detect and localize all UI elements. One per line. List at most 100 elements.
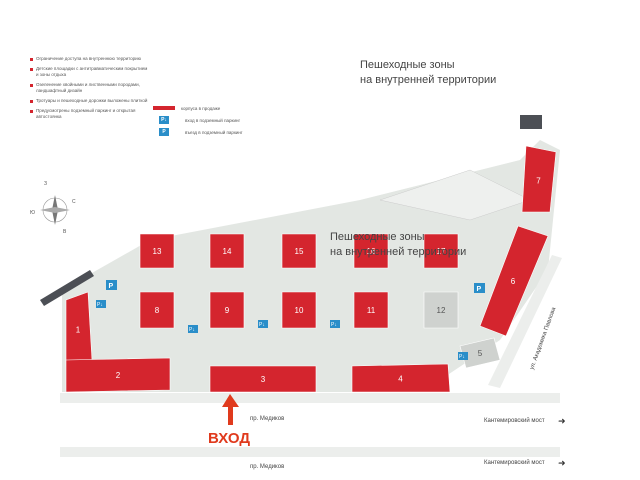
parking-entry-badge: P↓ <box>458 352 468 360</box>
bridge-arrow-icon: ➜ <box>558 417 566 427</box>
compass-w: Ю <box>30 210 35 216</box>
map-title-line: Пешеходные зоны <box>360 59 455 71</box>
map-subtitle: Пешеходные зоны на внутренней территории <box>330 230 466 260</box>
building-label: 11 <box>367 306 376 315</box>
road-medikov-lower <box>60 447 560 457</box>
building-16 <box>353 233 389 269</box>
legend-text: Ограничение доступа на внутреннюю террит… <box>36 56 142 61</box>
building-label: 17 <box>437 247 446 256</box>
parking-entry-label: P↓ <box>259 322 265 328</box>
compass-s: В <box>63 229 67 235</box>
street-label-medikov: пр. Медиков <box>250 464 284 470</box>
parking-icon: P <box>159 128 169 136</box>
outbuilding <box>40 270 94 306</box>
entrance-label: ВХОД <box>208 430 251 447</box>
key-text: корпуса в продаже <box>181 105 221 111</box>
key-row-entry: P↓ вход в подземный паркинг <box>153 115 243 125</box>
building-4 <box>351 363 451 393</box>
legend-item: Предусмотрены подземный паркинг и открыт… <box>30 108 150 120</box>
map-key: корпуса в продаже P↓ вход в подземный пар… <box>153 103 243 139</box>
key-text: вход в подземный паркинг <box>185 117 241 123</box>
parking-entry-label: P↓ <box>459 354 465 360</box>
parking-badge: P <box>106 280 117 290</box>
map-subtitle-line: Пешеходные зоны <box>330 231 425 243</box>
parking-badge-label: P <box>477 286 482 293</box>
compass-n: З <box>44 181 47 187</box>
road-medikov-upper <box>60 393 560 403</box>
road-pavlova <box>488 255 562 388</box>
parking-entry-badge: P↓ <box>188 325 198 333</box>
building-15 <box>281 233 317 269</box>
legend-text: Озеленение хвойными и лиственными порода… <box>36 82 140 93</box>
map-title-line: на внутренней территории <box>360 74 497 86</box>
street-label-bridge: Кантемировский мост <box>484 459 545 466</box>
outbuilding <box>520 115 542 129</box>
legend-swatch <box>30 84 33 87</box>
legend-text: Детские площадки с антитравматическим по… <box>36 66 148 77</box>
building-13 <box>139 233 175 269</box>
building-11 <box>353 291 389 329</box>
building-label: 1 <box>76 326 81 335</box>
building-label: 8 <box>155 306 160 315</box>
parking-entry-badge: P↓ <box>96 300 106 308</box>
street-label-medikov: пр. Медиков <box>250 416 284 422</box>
parking-entry-icon: P↓ <box>159 116 169 124</box>
entrance-arrow-shaft <box>228 405 233 425</box>
legend-swatch <box>30 58 33 61</box>
building-label: 12 <box>437 306 446 315</box>
key-row-buildings: корпуса в продаже <box>153 103 243 113</box>
legend: Ограничение доступа на внутреннюю террит… <box>30 56 150 124</box>
building-7 <box>521 145 557 213</box>
parking-entry-badge: P↓ <box>330 320 340 328</box>
legend-text: Тротуары и пешеходные дорожки выложены п… <box>36 98 148 103</box>
parking-badge: P <box>474 283 485 293</box>
legend-swatch <box>30 68 33 71</box>
map-subtitle-line: на внутренней территории <box>330 246 467 258</box>
building-9 <box>209 291 245 329</box>
building-10 <box>281 291 317 329</box>
building-3 <box>209 365 317 393</box>
building-label: 15 <box>295 247 304 256</box>
building-6 <box>479 225 549 337</box>
building-2 <box>65 357 171 393</box>
building-8 <box>139 291 175 329</box>
building-swatch <box>153 106 175 110</box>
legend-item: Детские площадки с антитравматическим по… <box>30 66 150 78</box>
key-text: въезд в подземный паркинг <box>185 129 243 135</box>
building-label: 6 <box>511 277 516 286</box>
building-label: 4 <box>398 375 403 384</box>
legend-item: Тротуары и пешеходные дорожки выложены п… <box>30 98 150 104</box>
parking-entry-label: P↓ <box>331 322 337 328</box>
building-label: 9 <box>225 306 230 315</box>
parking-entry-badge: P↓ <box>258 320 268 328</box>
building-label: 2 <box>116 371 121 380</box>
building-label: 3 <box>261 375 266 384</box>
map-title: Пешеходные зоны на внутренней территории <box>360 58 496 88</box>
building-17 <box>423 233 459 269</box>
building-5 <box>459 337 501 369</box>
street-label-bridge: Кантемировский мост <box>484 417 545 424</box>
building-label: 13 <box>153 247 162 256</box>
building-label: 16 <box>367 247 376 256</box>
building-12 <box>423 291 459 329</box>
building-label: 14 <box>223 247 232 256</box>
legend-text: Предусмотрены подземный паркинг и открыт… <box>36 108 136 119</box>
building-14 <box>209 233 245 269</box>
parking-entry-label: P↓ <box>97 302 103 308</box>
legend-item: Озеленение хвойными и лиственными порода… <box>30 82 150 94</box>
building-label: 5 <box>478 349 483 358</box>
parking-badge-label: P <box>109 283 114 290</box>
compass-rose-icon <box>40 195 70 225</box>
entrance-arrow-icon <box>222 394 239 407</box>
building-label: 7 <box>536 177 541 186</box>
compass-e: С <box>72 199 76 205</box>
parking-entry-label: P↓ <box>189 327 195 333</box>
legend-swatch <box>30 110 33 113</box>
building-label: 10 <box>295 306 304 315</box>
legend-swatch <box>30 100 33 103</box>
bridge-arrow-icon: ➜ <box>558 459 566 469</box>
legend-item: Ограничение доступа на внутреннюю террит… <box>30 56 150 62</box>
